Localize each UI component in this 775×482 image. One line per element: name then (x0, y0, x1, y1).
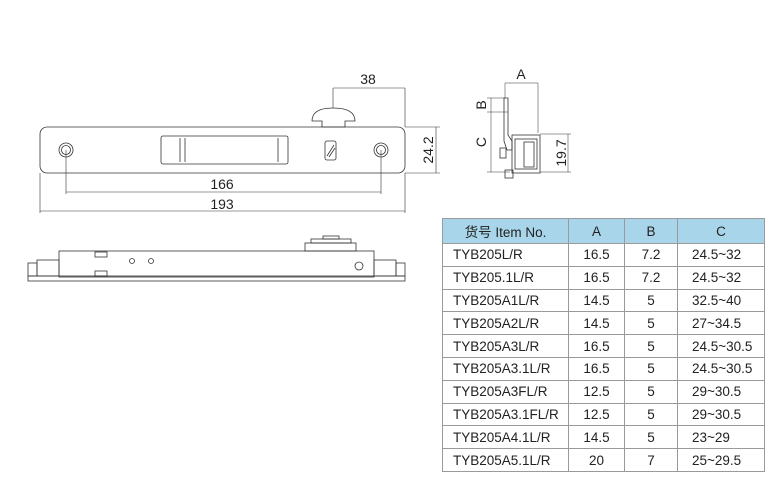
dim-24-2: 24.2 (420, 136, 436, 163)
dim-a: A (516, 66, 526, 82)
front-view (39, 107, 406, 174)
cell-c: 29~30.5 (677, 402, 765, 427)
cell-c: 24.5~32 (677, 265, 765, 290)
cell-item-no: TYB205A3FL/R (442, 379, 569, 404)
cell-b: 5 (624, 425, 678, 450)
cell-c: 23~29 (677, 425, 765, 450)
cell-item-no: TYB205A5.1L/R (442, 448, 569, 472)
cell-c: 24.5~30.5 (677, 334, 765, 358)
cell-item-no: TYB205A3L/R (442, 334, 569, 358)
table-header: 货号 Item No. A B C (442, 218, 765, 244)
cell-c: 24.5~32 (677, 243, 765, 267)
cell-a: 16.5 (568, 334, 625, 358)
cell-a: 14.5 (568, 288, 625, 313)
logo-mark (324, 140, 337, 161)
plate-outline (39, 126, 406, 174)
cell-b: 5 (624, 379, 678, 404)
header-a: A (568, 218, 625, 244)
cell-c: 27~34.5 (677, 311, 765, 336)
cell-item-no: TYB205.1L/R (442, 265, 569, 290)
cell-a: 12.5 (568, 379, 625, 404)
cell-a: 16.5 (568, 356, 625, 381)
cell-b: 7.2 (624, 243, 678, 267)
cell-b: 5 (624, 311, 678, 336)
cell-a: 20 (568, 448, 625, 472)
cell-b: 5 (624, 334, 678, 358)
dim-b: B (473, 100, 489, 109)
cell-a: 14.5 (568, 425, 625, 450)
cell-a: 14.5 (568, 311, 625, 336)
dim-38: 38 (360, 71, 376, 87)
dimension-lines (39, 87, 440, 213)
cell-b: 5 (624, 356, 678, 381)
dim-166: 166 (210, 176, 234, 192)
dim-193: 193 (210, 196, 234, 212)
header-b: B (624, 218, 678, 244)
base-plate (27, 275, 406, 282)
profile-view (487, 82, 571, 179)
body (58, 250, 375, 278)
cell-item-no: TYB205A2L/R (442, 311, 569, 336)
cell-b: 7 (624, 448, 678, 472)
cell-c: 25~29.5 (677, 448, 765, 472)
header-c: C (677, 218, 765, 244)
slide-slot (160, 135, 289, 165)
cell-b: 7.2 (624, 265, 678, 290)
cell-a: 12.5 (568, 402, 625, 427)
cell-c: 32.5~40 (677, 288, 765, 313)
cell-item-no: TYB205A4.1L/R (442, 425, 569, 450)
cell-c: 24.5~30.5 (677, 356, 765, 381)
cell-item-no: TYB205L/R (442, 243, 569, 267)
dim-c: C (473, 137, 489, 147)
cell-item-no: TYB205A3.1FL/R (442, 402, 569, 427)
cell-item-no: TYB205A3.1L/R (442, 356, 569, 381)
header-item-no: 货号 Item No. (442, 218, 569, 244)
dim-19-7: 19.7 (553, 139, 569, 166)
cell-b: 5 (624, 288, 678, 313)
side-view (27, 235, 406, 282)
cell-b: 5 (624, 402, 678, 427)
cell-a: 16.5 (568, 243, 625, 267)
knob (311, 107, 356, 128)
cell-a: 16.5 (568, 265, 625, 290)
cell-c: 29~30.5 (677, 379, 765, 404)
cell-item-no: TYB205A1L/R (442, 288, 569, 313)
